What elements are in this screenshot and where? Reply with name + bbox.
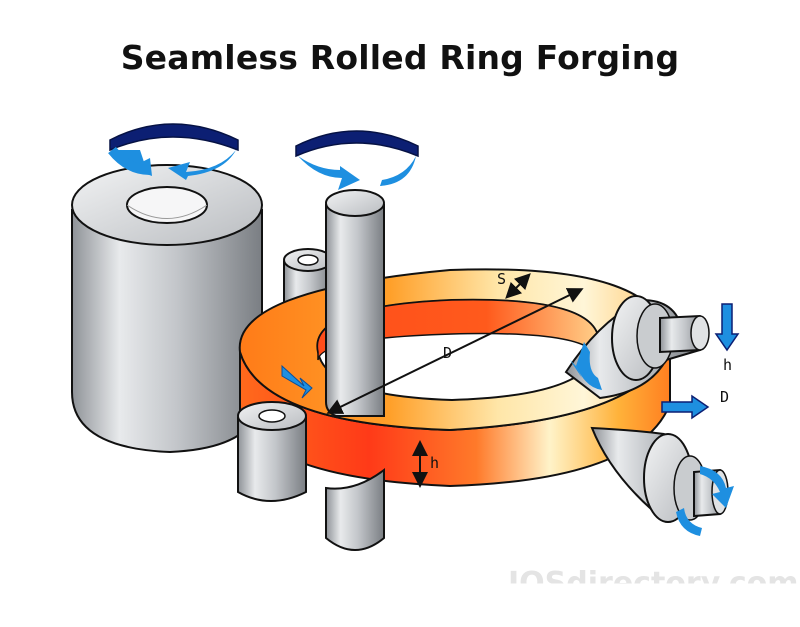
axial-roll-diameter-label: D — [720, 388, 729, 406]
main-roll-rotation-arrow-icon — [108, 123, 239, 180]
lower-axial-roll — [590, 426, 729, 523]
watermark: IQSdirectory.com — [508, 566, 799, 601]
diameter-label: D — [443, 344, 452, 362]
ring-feed-arrow-icon — [281, 364, 313, 399]
axial-roll-retract-arrow-icon — [661, 394, 710, 420]
mandrel-roll — [325, 189, 385, 551]
diameter-dimension-line — [326, 288, 584, 414]
guide-roll-front — [237, 401, 307, 502]
page-title: Seamless Rolled Ring Forging — [120, 38, 680, 77]
height-label: h — [430, 454, 439, 472]
axial-roll-height-label: h — [723, 356, 732, 374]
lower-axial-rotation-arrow-icon — [676, 466, 734, 536]
mandrel-rotation-arrow-icon — [295, 130, 419, 190]
wall-thickness-label: S — [497, 270, 506, 288]
main-roll — [71, 164, 263, 454]
wall-thickness-dimension-line — [505, 273, 531, 299]
axial-roll-feed-arrow-icon — [714, 303, 740, 352]
upper-axial-roll — [564, 295, 710, 400]
